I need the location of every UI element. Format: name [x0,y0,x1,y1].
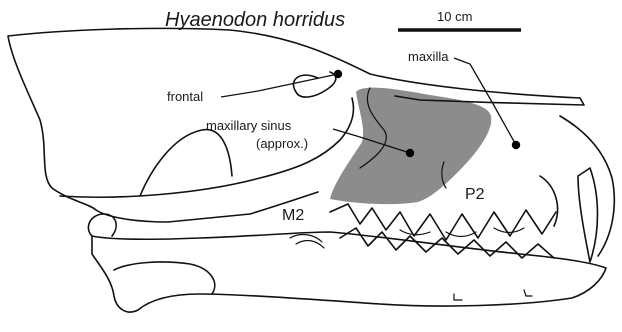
label-sinus-dot [406,149,414,157]
lower-jaw-outline [92,232,606,312]
label-frontal: frontal [167,70,342,104]
postorbital-process [140,130,232,196]
zygomatic-arch [60,98,354,197]
mental-foramina [454,290,532,300]
label-frontal-text: frontal [167,89,203,104]
scale-bar: 10 cm [398,9,521,30]
m2-root-detail [290,235,324,248]
upper-incisor [540,176,558,226]
label-m2: M2 [282,207,304,224]
scale-bar-label: 10 cm [437,9,472,24]
canine-tooth [578,168,598,262]
label-sinus-line1: maxillary sinus [206,118,292,133]
condyle [88,214,116,236]
label-maxilla-text: maxilla [408,49,449,64]
mandible-angle [114,262,215,294]
label-frontal-dot [334,70,342,78]
label-p2: P2 [465,186,485,203]
species-title: Hyaenodon horridus [165,9,345,31]
snout-outline [560,116,614,256]
skull-outline [8,28,584,222]
label-maxilla-dot [512,141,520,149]
label-sinus-line2: (approx.) [256,136,308,151]
